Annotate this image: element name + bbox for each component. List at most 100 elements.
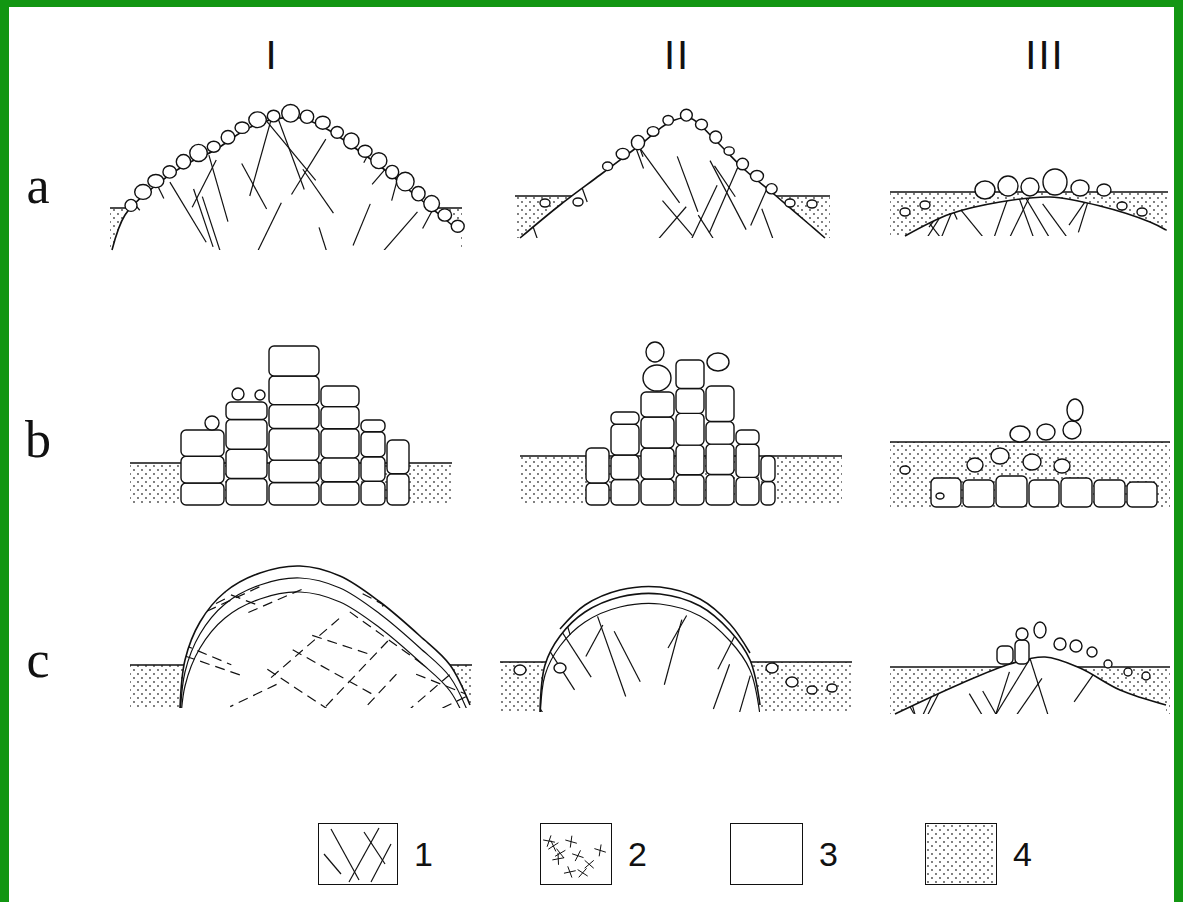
- boulder: [424, 196, 440, 212]
- joint: [903, 672, 925, 748]
- joint: [423, 153, 464, 229]
- joint-block: [997, 646, 1013, 664]
- joint: [713, 664, 729, 709]
- joint: [762, 209, 779, 255]
- boulder: [386, 165, 399, 178]
- boulder: [646, 342, 664, 362]
- boulder: [207, 141, 220, 152]
- boulder: [766, 663, 778, 673]
- joint: [662, 201, 692, 236]
- joint: [353, 204, 370, 246]
- legend-label: 3: [819, 837, 838, 871]
- boulder: [540, 199, 550, 207]
- boulder: [235, 122, 249, 133]
- joint: [698, 215, 725, 258]
- ground-surface: [890, 441, 1170, 442]
- joint: [192, 160, 216, 207]
- joint: [390, 675, 450, 727]
- boulder: [514, 665, 526, 675]
- joint-block: [706, 386, 734, 421]
- joint-block: [361, 432, 385, 457]
- joint: [937, 162, 972, 249]
- legend-swatch: [318, 823, 398, 885]
- joint: [920, 661, 955, 729]
- boulder: [1067, 399, 1083, 421]
- fine-joint-sample: [552, 858, 564, 860]
- boulder: [344, 133, 359, 149]
- rock-outline: [905, 197, 1166, 236]
- boulder: [300, 110, 313, 123]
- joint: [547, 113, 566, 151]
- boulder: [573, 198, 583, 206]
- joint-block: [387, 474, 409, 505]
- joint: [917, 655, 951, 729]
- boulder: [249, 112, 267, 128]
- joint-block: [706, 475, 734, 505]
- joint-block: [321, 482, 359, 505]
- legend-swatch: [730, 823, 803, 885]
- boulder: [451, 220, 464, 232]
- boulder: [936, 493, 944, 499]
- joint: [209, 155, 228, 221]
- legend-label: 4: [1013, 837, 1032, 871]
- boulder: [282, 105, 300, 123]
- joint: [107, 151, 127, 187]
- joint: [293, 650, 374, 695]
- fine-joint-sample: [585, 860, 594, 868]
- boulder: [315, 116, 330, 129]
- sheet-joint: [180, 592, 470, 734]
- boulder: [1023, 454, 1041, 470]
- boulder: [1137, 208, 1147, 216]
- joint: [1017, 192, 1039, 253]
- rock-outline: [895, 657, 1166, 714]
- swatch-pattern: [541, 824, 610, 883]
- joint-block: [1029, 480, 1059, 507]
- boulder: [750, 170, 763, 181]
- boulder: [1010, 426, 1030, 442]
- joint: [778, 146, 835, 217]
- boulder: [724, 147, 734, 155]
- joint-block: [761, 456, 775, 482]
- joint: [230, 684, 276, 706]
- joint: [514, 100, 548, 155]
- boulder: [737, 158, 749, 170]
- boulder: [1071, 180, 1089, 196]
- fine-joint-sample: [548, 843, 558, 849]
- boulder: [554, 663, 566, 673]
- row-label: b: [25, 414, 51, 466]
- joint: [245, 203, 282, 278]
- fine-joint-sample: [599, 844, 601, 856]
- boulder: [125, 199, 137, 211]
- boulder: [900, 466, 910, 474]
- joint-block: [676, 475, 704, 505]
- joint-block: [676, 413, 704, 445]
- joint-lines: [135, 557, 512, 734]
- joint-block: [269, 428, 319, 460]
- joint: [407, 100, 460, 162]
- boulder: [998, 176, 1018, 196]
- joint: [1078, 191, 1091, 233]
- joint: [646, 207, 686, 253]
- rock-outline: [520, 117, 825, 238]
- boulder: [176, 155, 190, 169]
- joint-block: [676, 388, 704, 413]
- boulder: [1087, 647, 1097, 657]
- joint-block: [736, 430, 759, 444]
- joint-block: [1127, 482, 1157, 507]
- boulder: [148, 174, 164, 187]
- joint-block: [1061, 478, 1092, 507]
- joint: [361, 674, 396, 712]
- joint-block: [226, 449, 267, 478]
- joint-block: [641, 479, 674, 505]
- joint-block: [361, 481, 385, 505]
- joint: [545, 605, 592, 677]
- joint-block: [586, 448, 609, 483]
- joint-lines: [886, 627, 1125, 748]
- joint-block: [611, 412, 639, 424]
- boulder: [967, 458, 983, 472]
- joint: [690, 185, 717, 242]
- joint-sample: [324, 854, 341, 874]
- joint-block: [1094, 480, 1125, 507]
